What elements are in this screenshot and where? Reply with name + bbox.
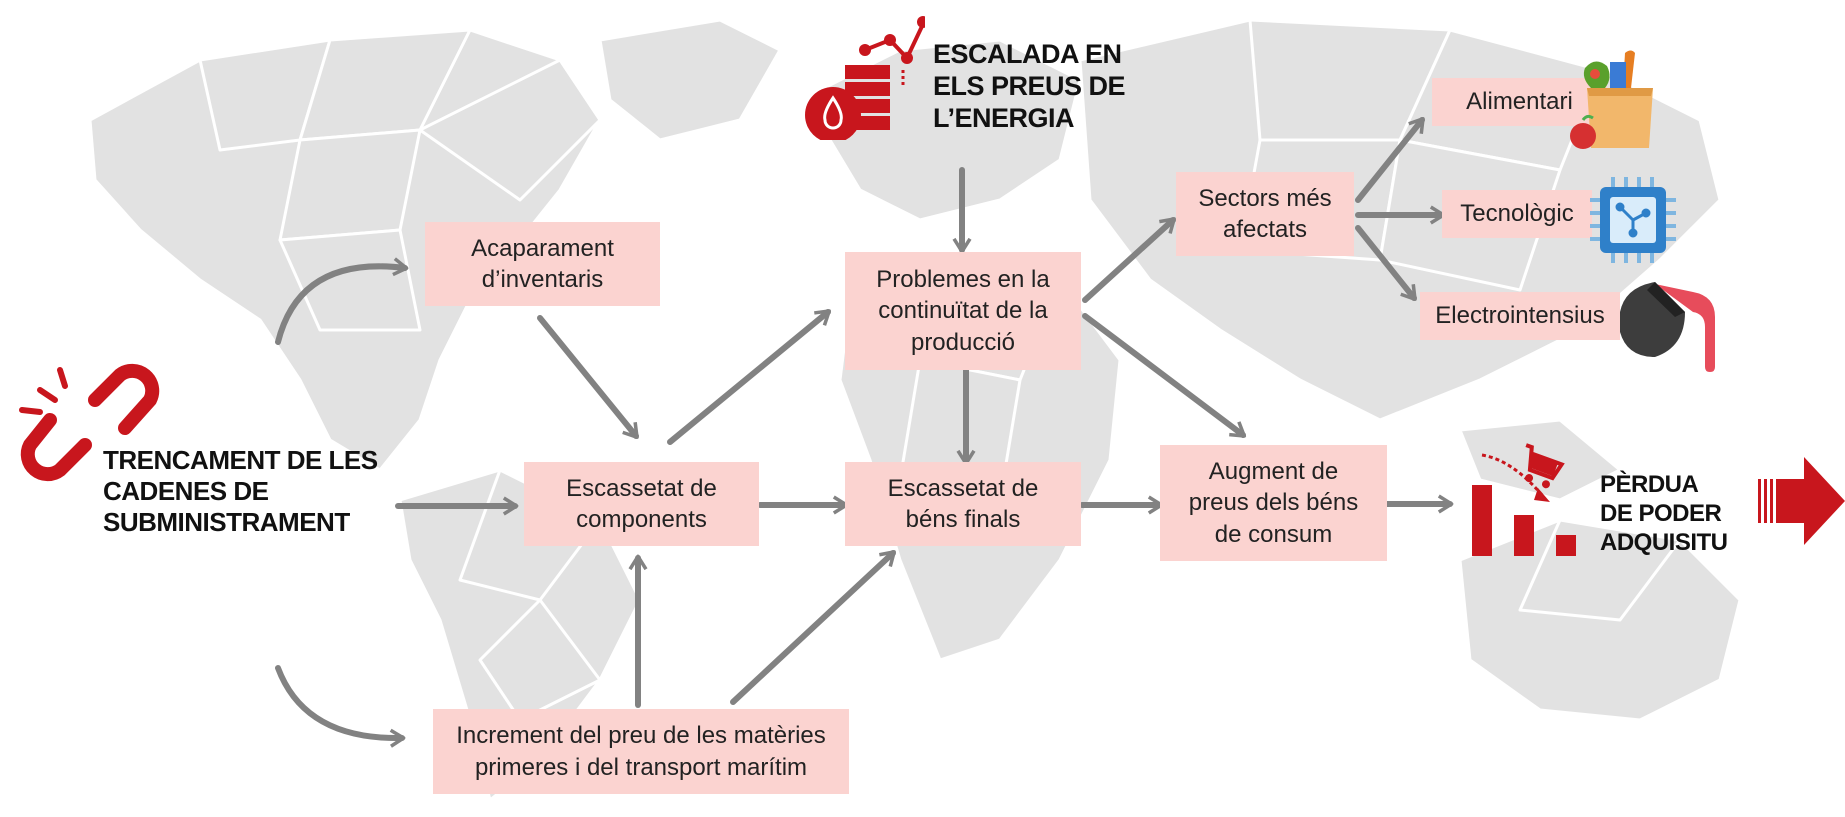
food-bag-icon [1570,50,1653,149]
production-continuity-label: Problemes en la continuïtat de la produc… [876,266,1050,356]
arrow-sectors-to-electro [1355,225,1417,302]
metal-pouring-icon [1620,282,1715,372]
sector-tech-label: Tecnològic [1460,200,1574,228]
component-shortage-label: Escassetat de components [566,474,717,533]
final-goods-shortage-label: Escassetat de béns finals [887,474,1039,533]
sector-electro-box: Electrointensius [1420,292,1620,340]
arrow-chain-to-rawmaterials [275,665,406,748]
arrow-components-to-production [667,309,831,445]
purchasing-power-loss-heading: PÈRDUA DE PODER ADQUISITU [1600,471,1728,556]
arrow-rawmaterials-to-finalgoods [730,550,896,705]
most-affected-sectors-label: Sectors més afectats [1198,184,1332,243]
most-affected-sectors-box: Sectors més afectats [1176,172,1354,256]
raw-material-increase-box: Increment del preu de les matèries prime… [433,709,849,794]
arrow-hoarding-to-components [537,315,639,440]
sector-food-label: Alimentari [1466,88,1573,116]
broken-chain-icon [19,363,160,482]
raw-material-increase-label: Increment del preu de les matèries prime… [456,722,826,781]
arrow-production-to-sectors [1082,217,1176,303]
consumer-price-increase-box: Augment de preus dels béns de consum [1160,445,1387,561]
sector-electro-label: Electrointensius [1435,302,1605,330]
arrow-chain-to-hoarding [275,257,409,345]
consumer-price-increase-label: Augment de preus dels béns de consum [1188,458,1359,548]
red-arrow-icon [1758,457,1845,545]
falling-bars-cart-icon [1472,443,1576,556]
inventory-hoarding-box: Acaparament d’inventaris [425,222,660,306]
arrow-sectors-to-food [1355,116,1425,203]
sector-tech-box: Tecnològic [1442,190,1592,238]
supply-chain-break-heading: TRENCAMENT DE LES CADENES DE SUBMINISTRA… [103,445,378,537]
energy-barrel-chart-icon [805,16,925,140]
final-goods-shortage-box: Escassetat de béns finals [845,462,1081,546]
sector-food-box: Alimentari [1432,78,1607,126]
inventory-hoarding-label: Acaparament d’inventaris [471,234,614,293]
component-shortage-box: Escassetat de components [524,462,759,546]
arrow-production-to-consumerprices [1082,313,1247,438]
energy-price-escalation-heading: ESCALADA EN ELS PREUS DE L’ENERGIA [933,39,1126,133]
microchip-icon [1590,177,1676,263]
production-continuity-box: Problemes en la continuïtat de la produc… [845,252,1081,370]
